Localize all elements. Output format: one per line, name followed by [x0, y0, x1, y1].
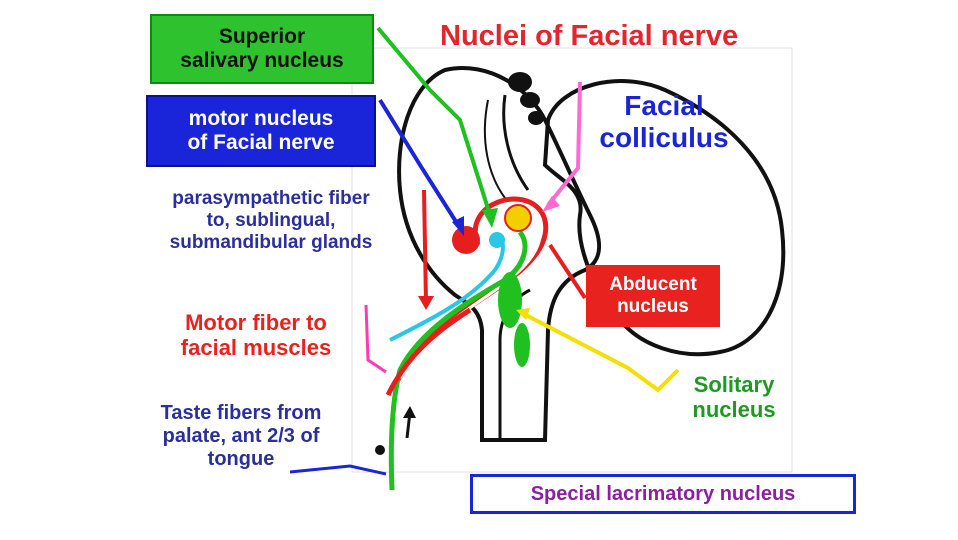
cerebellum-outline	[542, 79, 786, 357]
motor-nucleus-dot	[452, 226, 480, 254]
small-arrow-head	[403, 406, 416, 418]
dark-spot	[520, 92, 540, 108]
dark-spot	[508, 72, 532, 92]
pons-outline	[397, 66, 602, 442]
ventricle-line	[483, 99, 506, 199]
pointer-solitary	[519, 310, 680, 393]
label-solitary-nucleus: Solitary nucleus	[692, 372, 776, 423]
label-special-lacrimatory-nucleus: Special lacrimatory nucleus	[470, 474, 856, 514]
pointer-head	[482, 208, 498, 228]
pointer-head	[516, 308, 530, 320]
taste-fiber-green	[388, 230, 528, 491]
page-title: Nuclei of Facial nerve	[440, 20, 739, 52]
marker-dot	[375, 445, 385, 455]
solitary-nucleus-column	[498, 272, 522, 328]
pointer-head	[542, 196, 560, 212]
pointer-taste	[289, 464, 387, 476]
label-abducent-nucleus: Abducent nucleus	[586, 265, 720, 327]
label-motor-nucleus: motor nucleus of Facial nerve	[146, 95, 376, 167]
label-parasympathetic-fiber: parasympathetic fiber to, sublingual, su…	[169, 188, 373, 253]
label-taste-fibers: Taste fibers from palate, ant 2/3 of ton…	[160, 402, 322, 470]
solitary-nucleus-column	[514, 323, 530, 367]
pointer-red-down	[422, 189, 428, 303]
pointer-motor-nucleus	[378, 98, 462, 230]
superior-salivary-dot	[489, 232, 505, 248]
motor-fiber-red	[385, 307, 472, 397]
label-motor-fiber: Motor fiber to facial muscles	[180, 310, 332, 361]
pointer-motor-fiber	[364, 304, 387, 374]
label-superior-salivary-nucleus: Superior salivary nucleus	[150, 14, 374, 84]
pointer-superior-salivary	[376, 26, 492, 216]
abducent-dot	[504, 204, 532, 232]
pointer-head	[418, 296, 434, 310]
ventricle-line	[502, 94, 530, 191]
label-facial-colliculus: Facial colliculus	[599, 90, 729, 154]
dark-spot	[528, 111, 544, 125]
pointer-facial-colliculus	[546, 81, 582, 207]
pointer-head	[452, 216, 464, 236]
pointer-abducent	[548, 243, 587, 300]
